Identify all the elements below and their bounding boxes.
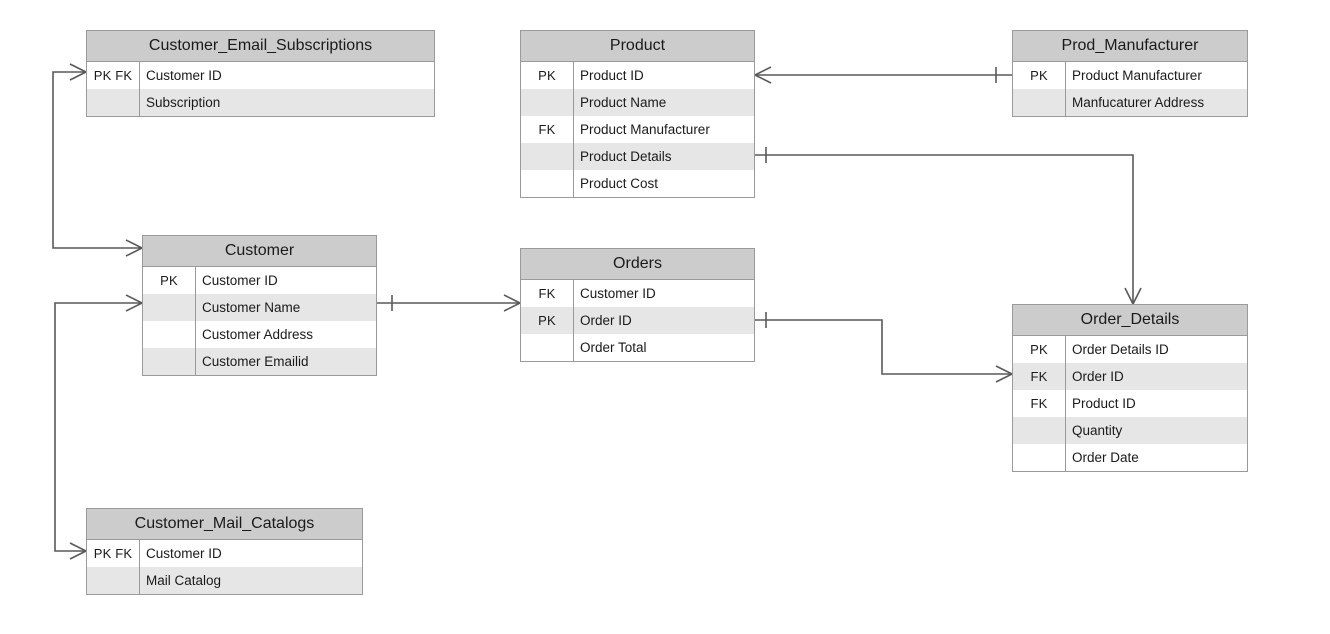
attribute-row[interactable]: PK Order ID <box>521 307 754 334</box>
attribute-key-badge: FK <box>521 116 574 143</box>
attribute-name: Quantity <box>1072 423 1123 438</box>
entity-title-order_details: Order_Details <box>1013 305 1247 336</box>
attribute-key-badge: PK <box>143 267 196 294</box>
attribute-row[interactable]: Customer Emailid <box>143 348 376 375</box>
attribute-row[interactable]: FK Product Manufacturer <box>521 116 754 143</box>
attribute-key-badge <box>143 348 196 375</box>
attribute-list: PK Order Details ID FK Order ID FK Product ID… <box>1013 336 1247 471</box>
attribute-list: PK FK Customer ID Subscription <box>87 62 434 116</box>
attribute-name: Customer ID <box>146 546 222 561</box>
attribute-list: PK FK Customer ID Mail Catalog <box>87 540 362 594</box>
attribute-row[interactable]: PK Customer ID <box>143 267 376 294</box>
attribute-key-badge <box>521 143 574 170</box>
attribute-row[interactable]: Subscription <box>87 89 434 116</box>
entity-title-customer: Customer <box>143 236 376 267</box>
attribute-list: FK Customer ID PK Order ID Order Total <box>521 280 754 361</box>
attribute-key-badge <box>1013 89 1066 116</box>
attribute-name: Customer Address <box>202 327 314 342</box>
attribute-key-badge <box>143 321 196 348</box>
attribute-key-badge: PK <box>1013 336 1066 363</box>
attribute-key-badge <box>1013 417 1066 444</box>
attribute-name: Product Details <box>580 149 672 164</box>
attribute-key-badge: FK <box>521 280 574 307</box>
attribute-key-badge <box>143 294 196 321</box>
attribute-name: Product Manufacturer <box>580 122 710 137</box>
attribute-name: Product Manufacturer <box>1072 68 1202 83</box>
entity-title-orders: Orders <box>521 249 754 280</box>
attribute-key-badge: PK <box>521 62 574 89</box>
attribute-row[interactable]: FK Order ID <box>1013 363 1247 390</box>
attribute-key-badge: FK <box>1013 390 1066 417</box>
attribute-key-badge <box>521 334 574 361</box>
attribute-row[interactable]: Order Date <box>1013 444 1247 471</box>
attribute-row[interactable]: Product Cost <box>521 170 754 197</box>
attribute-key-badge: PK FK <box>87 540 140 567</box>
attribute-row[interactable]: PK FK Customer ID <box>87 62 434 89</box>
attribute-name: Product ID <box>580 68 644 83</box>
attribute-row[interactable]: Mail Catalog <box>87 567 362 594</box>
entity-title-prod_manufacturer: Prod_Manufacturer <box>1013 31 1247 62</box>
relationship-product-order-details <box>755 147 1142 305</box>
attribute-row[interactable]: FK Product ID <box>1013 390 1247 417</box>
attribute-name: Customer Emailid <box>202 354 309 369</box>
attribute-name: Order Date <box>1072 450 1139 465</box>
relationship-customer-email-subscriptions <box>52 63 143 257</box>
entity-title-customer_mail_catalogs: Customer_Mail_Catalogs <box>87 509 362 540</box>
attribute-name: Product ID <box>1072 396 1136 411</box>
attribute-key-badge <box>1013 444 1066 471</box>
attribute-row[interactable]: PK FK Customer ID <box>87 540 362 567</box>
attribute-name: Customer Name <box>202 300 301 315</box>
attribute-row[interactable]: FK Customer ID <box>521 280 754 307</box>
attribute-row[interactable]: Customer Name <box>143 294 376 321</box>
attribute-row[interactable]: Product Details <box>521 143 754 170</box>
attribute-row[interactable]: Order Total <box>521 334 754 361</box>
attribute-row[interactable]: PK Order Details ID <box>1013 336 1247 363</box>
relationship-customer-mail-catalogs <box>54 294 143 560</box>
attribute-key-badge <box>521 89 574 116</box>
attribute-name: Subscription <box>146 95 221 110</box>
attribute-key-badge: PK FK <box>87 62 140 89</box>
attribute-row[interactable]: PK Product ID <box>521 62 754 89</box>
attribute-name: Order Details ID <box>1072 342 1169 357</box>
attribute-row[interactable]: Manfucaturer Address <box>1013 89 1247 116</box>
entity-title-customer_email_subscriptions: Customer_Email_Subscriptions <box>87 31 434 62</box>
attribute-key-badge <box>87 567 140 594</box>
attribute-name: Mail Catalog <box>146 573 222 588</box>
attribute-row[interactable]: Customer Address <box>143 321 376 348</box>
attribute-name: Customer ID <box>580 286 656 301</box>
attribute-key-badge: PK <box>521 307 574 334</box>
attribute-name: Order Total <box>580 340 647 355</box>
attribute-name: Customer ID <box>202 273 278 288</box>
entity-title-product: Product <box>521 31 754 62</box>
attribute-name: Manfucaturer Address <box>1072 95 1205 110</box>
attribute-key-badge: PK <box>1013 62 1066 89</box>
relationship-customer-orders <box>377 294 521 312</box>
attribute-key-badge <box>521 170 574 197</box>
attribute-name: Customer ID <box>146 68 222 83</box>
relationship-product-manufacturer <box>754 66 1012 84</box>
attribute-row[interactable]: Product Name <box>521 89 754 116</box>
attribute-row[interactable]: Quantity <box>1013 417 1247 444</box>
relationship-orders-order-details <box>755 312 1013 383</box>
attribute-name: Order ID <box>1072 369 1124 384</box>
attribute-key-badge: FK <box>1013 363 1066 390</box>
attribute-name: Order ID <box>580 313 632 328</box>
attribute-key-badge <box>87 89 140 116</box>
attribute-name: Product Name <box>580 95 667 110</box>
attribute-row[interactable]: PK Product Manufacturer <box>1013 62 1247 89</box>
attribute-name: Product Cost <box>580 176 659 191</box>
